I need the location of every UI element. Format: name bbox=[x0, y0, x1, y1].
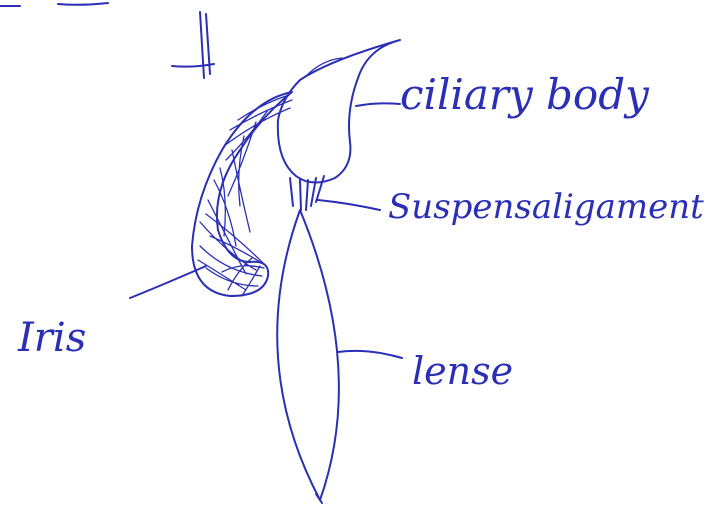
suspensory-ligament-label: Suspensaligament bbox=[388, 190, 704, 224]
top-left-stroke bbox=[0, 3, 108, 6]
lens-leader-line bbox=[338, 351, 402, 358]
iris-top-lines bbox=[224, 96, 292, 146]
ciliary-body-leader-line bbox=[356, 103, 400, 106]
iris-label: Iris bbox=[18, 318, 86, 358]
lens-shape bbox=[277, 210, 339, 500]
suspensory-ligament-fibres bbox=[290, 176, 324, 210]
ciliary-body-label: ciliary body bbox=[400, 74, 649, 116]
iris-shading bbox=[198, 110, 268, 296]
ciliary-body-shape bbox=[278, 40, 400, 183]
scribble-mark bbox=[172, 12, 214, 78]
suspensory-ligament-leader-line bbox=[318, 200, 380, 210]
iris-leader-line bbox=[130, 266, 206, 298]
lens-label: lense bbox=[412, 352, 513, 390]
